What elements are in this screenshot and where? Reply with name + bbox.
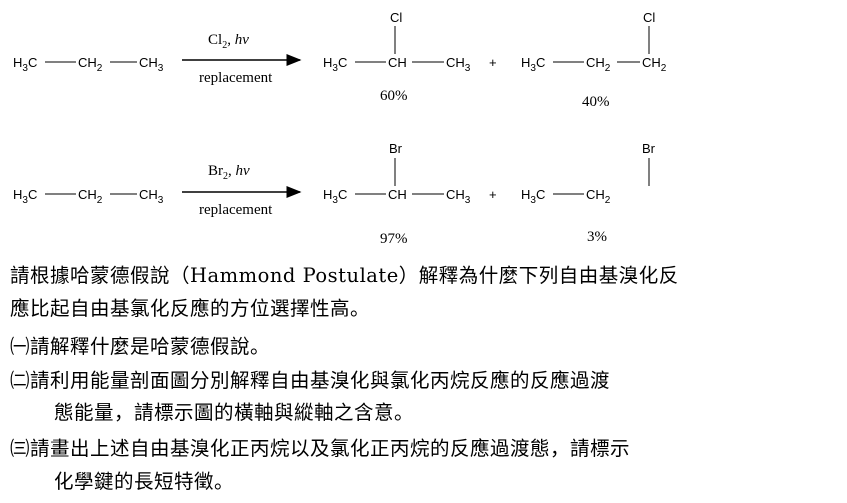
svg-text:CH: CH [388,55,407,70]
svg-text:CH3: CH3 [446,187,471,206]
product-1-bromopropane: Br H3C CH2 3% [521,141,656,245]
yield-label: 3% [587,229,607,245]
svg-text:H3C: H3C [521,55,545,74]
product-2-chloropropane: Cl H3C CH CH3 60% [323,10,471,104]
svg-text:CH3: CH3 [139,55,164,74]
svg-text:CH2: CH2 [642,55,667,74]
svg-text:Br: Br [389,141,403,156]
svg-text:H3C: H3C [323,187,347,206]
condition-label: replacement [199,202,273,218]
svg-text:CH3: CH3 [139,187,164,206]
question-3-line-1: ㈢請畫出上述自由基溴化正丙烷以及氯化正丙烷的反應過渡態，請標示 [10,437,631,460]
svg-text:H3C: H3C [13,55,37,74]
reaction-bromination: H3C CH2 CH3 Br2, hν replacement Br H3C C… [13,141,656,247]
svg-text:CH2: CH2 [78,55,103,74]
svg-text:CH: CH [388,187,407,202]
yield-label: 97% [380,231,408,247]
svg-text:H3C: H3C [13,187,37,206]
svg-text:CH2: CH2 [78,187,103,206]
svg-text:CH3: CH3 [446,55,471,74]
plus-sign: + [489,55,497,70]
svg-text:CH2: CH2 [586,55,611,74]
reaction-chlorination: H3C CH2 CH3 Cl2, hν replacement Cl H3C C… [13,10,667,110]
svg-text:Br: Br [642,141,656,156]
yield-label: 60% [380,88,408,104]
intro-line-2: 應比起自由基氯化反應的方位選擇性高。 [10,297,371,320]
svg-text:Cl: Cl [390,10,402,25]
svg-text:Cl: Cl [643,10,655,25]
reaction-arrow: Cl2, hν replacement [182,32,302,86]
question-2-line-2: 態能量，請標示圖的橫軸與縱軸之含意。 [54,401,415,424]
svg-text:CH2: CH2 [586,187,611,206]
svg-text:H3C: H3C [521,187,545,206]
yield-label: 40% [582,94,610,110]
svg-text:Br2, hν: Br2, hν [208,163,250,182]
product-2-bromopropane: Br H3C CH CH3 97% [323,141,471,247]
question-2-line-1: ㈡請利用能量剖面圖分別解釋自由基溴化與氯化丙烷反應的反應過渡 [10,369,611,392]
reaction-scheme: H3C CH2 CH3 Cl2, hν replacement Cl H3C C… [13,10,667,247]
question-1: ㈠請解釋什麼是哈蒙德假說。 [10,335,271,358]
condition-label: replacement [199,70,273,86]
product-1-chloropropane: Cl H3C CH2 CH2 40% [521,10,667,110]
reaction-arrow: Br2, hν replacement [182,163,302,218]
svg-text:Cl2, hν: Cl2, hν [208,32,249,51]
plus-sign: + [489,187,497,202]
intro-line-1: 請根據哈蒙德假說（Hammond Postulate）解釋為什麼下列自由基溴化反 [10,264,679,287]
question-3-line-2: 化學鍵的長短特徵。 [54,470,235,493]
reactant-propane: H3C CH2 CH3 [13,55,164,74]
reactant-propane: H3C CH2 CH3 [13,187,164,206]
svg-text:H3C: H3C [323,55,347,74]
